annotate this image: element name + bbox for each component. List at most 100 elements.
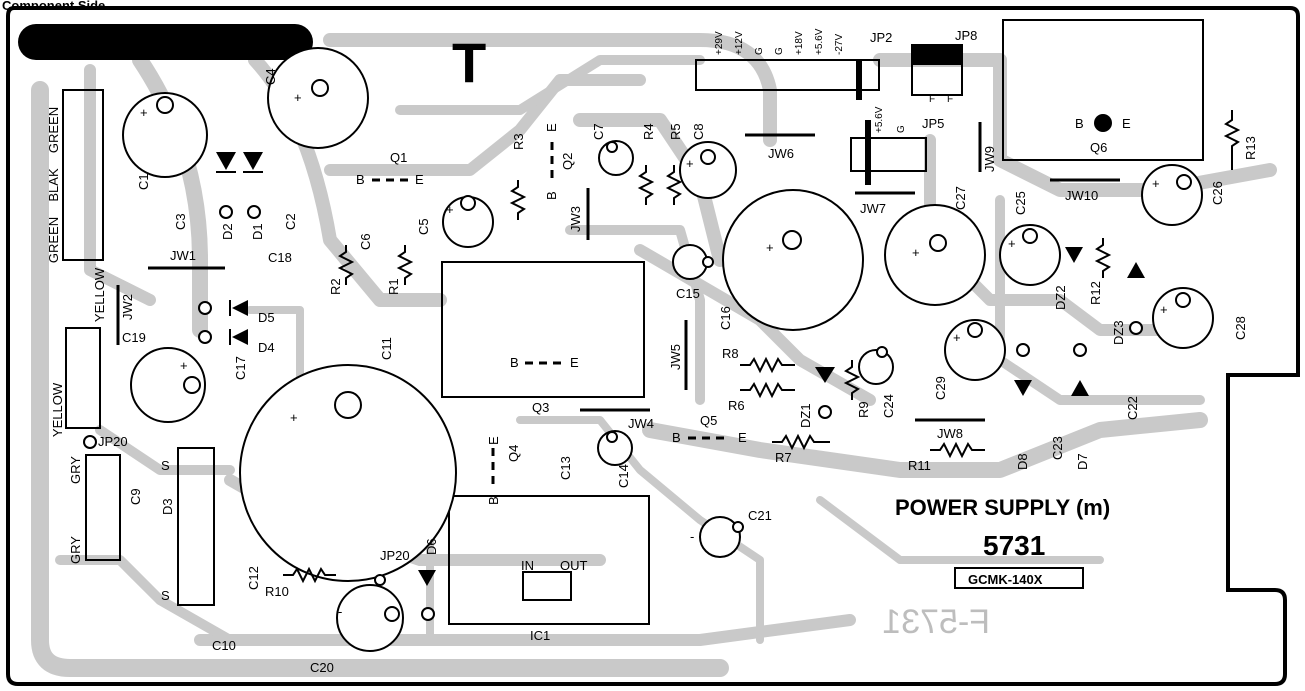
c20-pad	[384, 606, 400, 622]
c15-body	[672, 244, 708, 280]
jp2-pin-7: -27V	[834, 34, 845, 55]
c27-label: C27	[953, 186, 968, 210]
c4-pad	[311, 79, 329, 97]
c14-pad	[606, 431, 618, 443]
dz1-symbol	[815, 367, 835, 383]
c19-label: C19	[122, 330, 146, 345]
jp5-header	[850, 137, 927, 172]
mirrored-board-number: F-5731	[882, 603, 990, 641]
d3-s-top: S	[161, 458, 170, 473]
jw9-label: JW9	[982, 146, 997, 172]
c20-label: C20	[310, 660, 334, 675]
c4-plus: +	[294, 90, 302, 105]
wire-label-green-top: GREEN	[46, 107, 61, 153]
dz2-label: DZ2	[1053, 285, 1068, 310]
c8-plus: +	[686, 156, 694, 171]
wire-connector-gry	[85, 454, 121, 561]
diodes: D2 D1 D5 D4 D6 D8 D7 DZ1 DZ2 DZ3	[198, 152, 1145, 621]
c7-pad	[606, 141, 618, 153]
r10	[283, 566, 336, 584]
r10-label: R10	[265, 584, 289, 599]
jp2-pin-2: +12V	[734, 31, 745, 55]
q5-e: E	[738, 430, 747, 445]
jp2-pins: +29V +12V G G +18V +5.6V -27V	[714, 28, 845, 55]
c16-body	[722, 189, 864, 331]
q1-e: E	[415, 172, 424, 187]
q5-label: Q5	[700, 413, 717, 428]
d5-label: D5	[258, 310, 275, 325]
c9-label: C9	[128, 488, 143, 505]
q6-transistor	[1094, 114, 1112, 132]
q1-label: Q1	[390, 150, 407, 165]
d6-symbol	[418, 570, 436, 586]
r13-label: R13	[1243, 136, 1258, 160]
c5-pad	[460, 195, 476, 211]
r11	[930, 441, 985, 459]
d1-label: D1	[250, 223, 265, 240]
ic1-terminals	[522, 571, 572, 601]
c25-label: C25	[1013, 191, 1028, 215]
d5-symbol	[232, 300, 248, 316]
dz1-label: DZ1	[798, 403, 813, 428]
model-box	[954, 567, 1084, 589]
c25-pad	[1022, 228, 1038, 244]
c3-label: C3	[173, 213, 188, 230]
c21-pad	[732, 521, 744, 533]
q6-heatsink	[1002, 19, 1204, 161]
jw2-label: JW2	[120, 294, 135, 320]
r12	[1094, 238, 1112, 278]
c21-body	[699, 516, 741, 558]
r3-label: R3	[511, 133, 526, 150]
c13-label: C13	[558, 456, 573, 480]
wire-label-gry-bottom: GRY	[68, 536, 83, 564]
r9-label: R9	[856, 401, 871, 418]
q3-label: Q3	[532, 400, 549, 415]
c19-plus: +	[180, 358, 188, 373]
large-capacitors: + C1 + C4 + C11 + C16 + C27 + C19 - C20 …	[122, 47, 1248, 675]
d8-label: D8	[1015, 453, 1030, 470]
heatsink-b: B	[510, 355, 519, 370]
c11-pad	[334, 391, 362, 419]
small-capacitor-labels: C3 C2 C6 C18 C17 C9 C12 C10 C13 C23 C22	[128, 213, 1140, 653]
c29-plus: +	[953, 330, 961, 345]
d2-symbol	[216, 152, 236, 170]
d4-symbol	[232, 329, 248, 345]
c10-label: C10	[212, 638, 236, 653]
c11-body	[239, 364, 457, 582]
t-mark: T	[452, 31, 486, 94]
board-number: 5731	[983, 530, 1045, 561]
q6-label: Q6	[1090, 140, 1107, 155]
jumpers: JW1 JW2 JW3 JW4 JW5 JW6 JW7 JW8 JW9 JW10	[116, 122, 1120, 441]
d3-label: D3	[160, 498, 175, 515]
d7-label: D7	[1075, 453, 1090, 470]
c14-body	[597, 430, 633, 466]
c28-pad	[1175, 292, 1191, 308]
c21-label: C21	[748, 508, 772, 523]
c27-body	[884, 204, 986, 306]
c5-label: C5	[416, 218, 431, 235]
ic1-in: IN	[521, 558, 534, 573]
c2-label: C2	[283, 213, 298, 230]
c15-pad	[702, 256, 714, 268]
r5-label: R5	[668, 123, 683, 140]
c15-label: C15	[676, 286, 700, 301]
d4-label: D4	[258, 340, 275, 355]
c26-label: C26	[1210, 181, 1225, 205]
q4-b: B	[486, 496, 501, 505]
r6-label: R6	[728, 398, 745, 413]
q2-e: E	[544, 123, 559, 132]
c16-pad	[782, 230, 802, 250]
ic1-out: OUT	[560, 558, 588, 573]
r12-label: R12	[1088, 281, 1103, 305]
jp2-pin-3: G	[754, 47, 765, 55]
r7-label: R7	[775, 450, 792, 465]
c11-label: C11	[379, 337, 394, 360]
d2-label: D2	[220, 223, 235, 240]
c20-body	[336, 584, 404, 652]
c26-pad	[1176, 174, 1192, 190]
q1-b: B	[356, 172, 365, 187]
c4-body	[267, 47, 369, 149]
jw10-label: JW10	[1065, 188, 1098, 203]
c20-minus: -	[338, 604, 342, 619]
